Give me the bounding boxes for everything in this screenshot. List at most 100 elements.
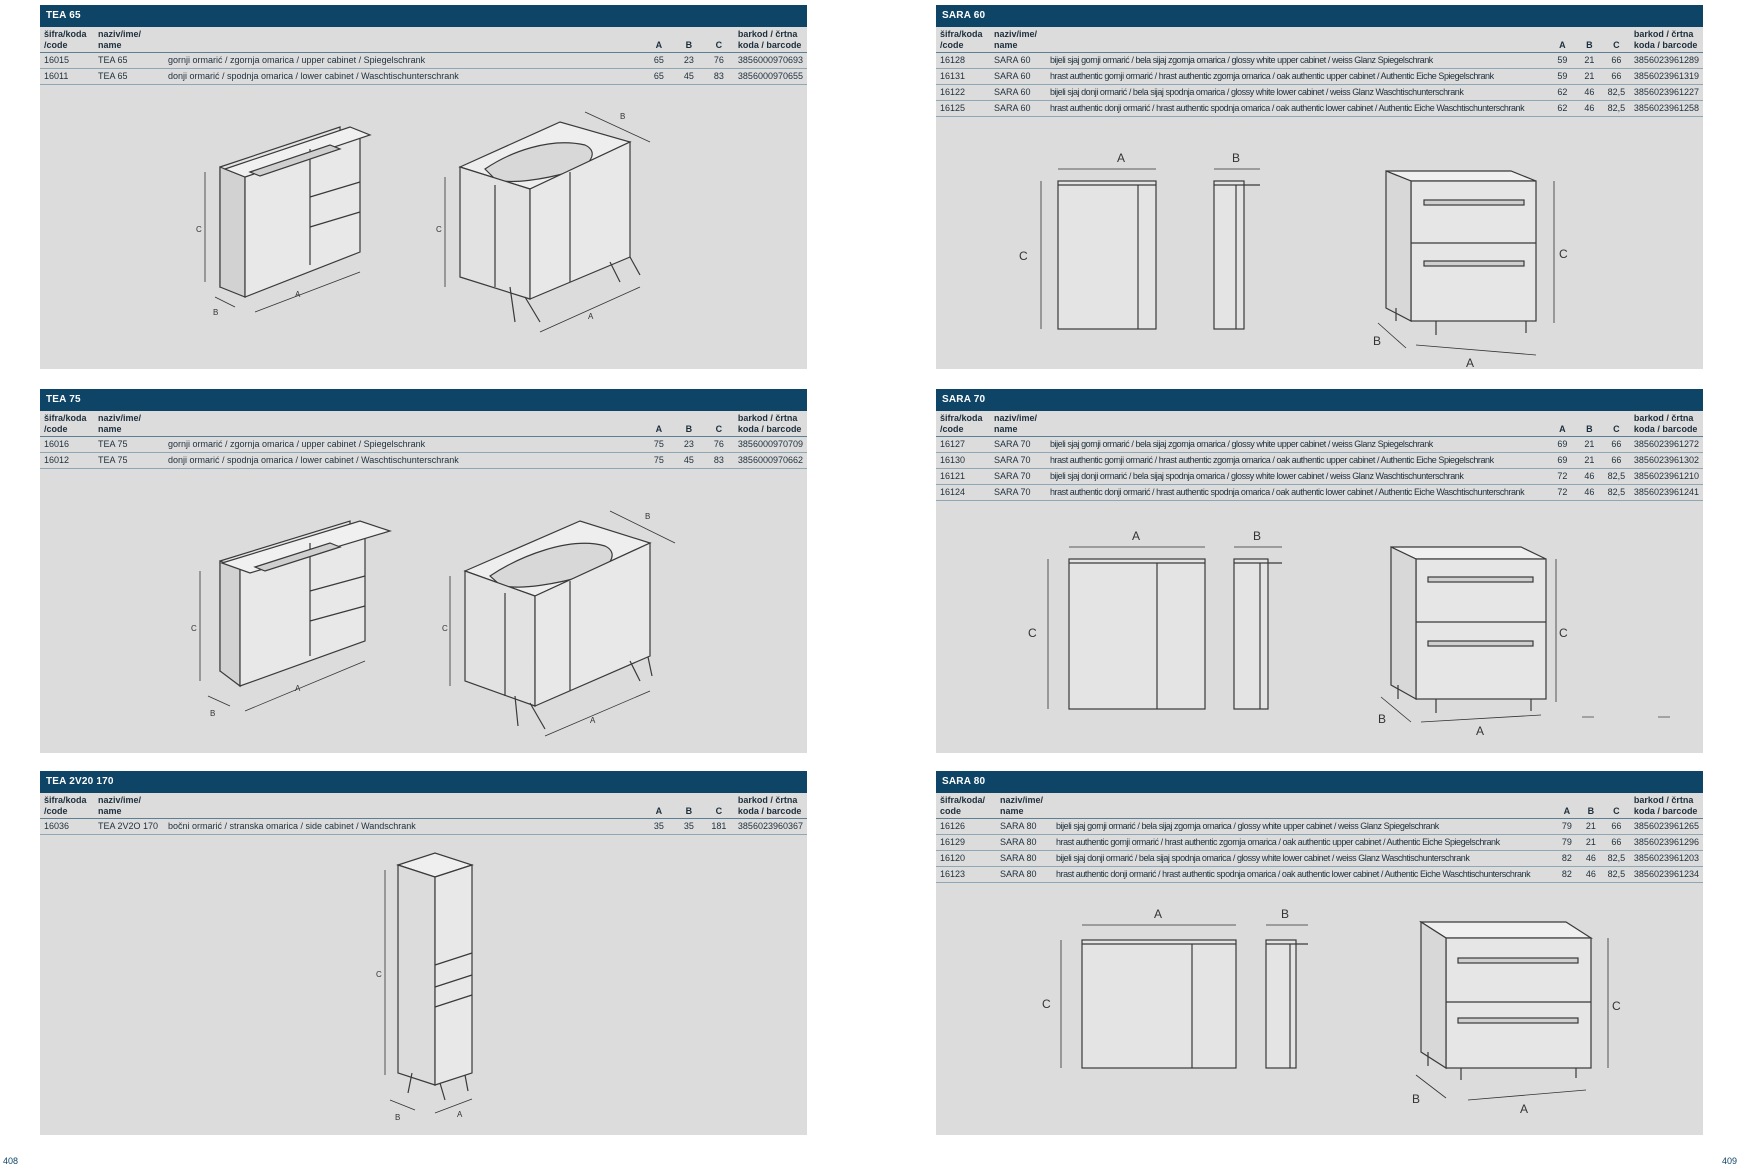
- panel-title: TEA 75: [40, 389, 807, 411]
- cell-code: 16016: [40, 436, 94, 453]
- cell-a: 79: [1554, 818, 1579, 835]
- table-row: 16120 SARA 80 bijeli sjaj donji ormarić …: [936, 850, 1703, 867]
- cell-barcode: 3856000970693: [733, 52, 807, 69]
- dimension-label-b: B: [1373, 334, 1381, 348]
- cell-desc: gornji ormarić / zgornja omarica / upper…: [164, 52, 644, 69]
- panel-title: TEA 65: [40, 5, 807, 27]
- table-row: 16016 TEA 75 gornji ormarić / zgornja om…: [40, 436, 807, 453]
- page-number-left: 408: [3, 1156, 19, 1166]
- sara80-illustration: A B C C A B: [1042, 907, 1621, 1116]
- dimension-label-a: A: [1520, 1102, 1528, 1116]
- table-row: 16011 TEA 65 donji ormarić / spodnja oma…: [40, 68, 807, 85]
- cell-name: SARA 60: [990, 100, 1046, 117]
- cell-c: 76: [703, 52, 734, 69]
- cell-code: 16124: [936, 484, 990, 501]
- cell-b: 23: [673, 436, 704, 453]
- cell-name: TEA 2V2O 170: [94, 818, 164, 835]
- cell-b: 21: [1578, 818, 1603, 835]
- dimension-label-c: C: [376, 970, 382, 979]
- cell-name: SARA 70: [990, 468, 1046, 485]
- tall-cabinet-drawing: [396, 852, 474, 1101]
- cell-name: SARA 60: [990, 52, 1046, 69]
- cell-desc: hrast authentic donji ormarić / hrast au…: [1046, 484, 1549, 501]
- cell-a: 69: [1548, 452, 1576, 469]
- col-header-b: B: [1578, 793, 1603, 819]
- cell-desc: bijeli sjaj donji ormarić / bela sijaj s…: [1046, 468, 1549, 485]
- cell-code: 16036: [40, 818, 94, 835]
- cell-a: 75: [643, 452, 674, 469]
- product-drawing: C B A: [40, 845, 807, 1135]
- vanity-cabinet-drawing: [458, 121, 641, 323]
- dimension-label-c: C: [1559, 247, 1568, 261]
- cell-code: 16012: [40, 452, 94, 469]
- dimension-label-b: B: [1378, 712, 1386, 726]
- cell-code: 16011: [40, 68, 94, 85]
- cell-barcode: 3856023961289: [1629, 52, 1703, 69]
- cell-a: 79: [1554, 834, 1579, 851]
- table-row: 16127 SARA 70 bijeli sjaj gornji ormarić…: [936, 436, 1703, 453]
- panel-tea-2v20-170: TEA 2V20 170 šifra/koda /code naziv/ime/…: [40, 771, 807, 1135]
- cell-b: 46: [1575, 468, 1603, 485]
- cell-barcode: 3856000970709: [733, 436, 807, 453]
- cell-c: 66: [1602, 436, 1630, 453]
- panel-title: TEA 2V20 170: [40, 771, 807, 793]
- col-header-code: šifra/koda /code: [936, 411, 990, 437]
- dimension-label-a: A: [588, 312, 594, 321]
- mirror-cabinet-side-drawing: [1213, 180, 1260, 330]
- col-header-c: C: [1602, 27, 1630, 53]
- cell-c: 82,5: [1602, 866, 1630, 883]
- col-header-b: B: [673, 793, 704, 819]
- col-header-b: B: [1575, 411, 1603, 437]
- tea75-illustration: C A B C A B: [191, 510, 676, 737]
- panel-tea-65: TEA 65 šifra/koda /code naziv/ime/ name …: [40, 5, 807, 369]
- cell-desc: hrast authentic donji ormarić / hrast au…: [1052, 866, 1555, 883]
- col-header-desc: [1046, 27, 1549, 53]
- cell-barcode: 3856023961203: [1629, 850, 1703, 867]
- cell-c: 66: [1602, 452, 1630, 469]
- table-row: 16123 SARA 80 hrast authentic donji orma…: [936, 866, 1703, 883]
- cell-b: 46: [1575, 100, 1603, 117]
- mirror-cabinet-drawing: [219, 520, 392, 688]
- cell-code: 16128: [936, 52, 990, 69]
- cell-a: 82: [1554, 850, 1579, 867]
- cell-name: SARA 70: [990, 484, 1046, 501]
- cell-b: 21: [1575, 68, 1603, 85]
- page-number-right: 409: [1721, 1156, 1737, 1166]
- cell-name: TEA 65: [94, 52, 164, 69]
- cell-name: SARA 80: [996, 850, 1052, 867]
- spec-table: šifra/koda /code naziv/ime/ name A B C b…: [40, 411, 807, 469]
- col-header-a: A: [643, 793, 674, 819]
- cell-name: SARA 80: [996, 818, 1052, 835]
- cell-c: 66: [1602, 68, 1630, 85]
- mirror-cabinet-side-drawing: [1265, 939, 1308, 1069]
- cell-c: 181: [703, 818, 734, 835]
- vanity-cabinet-drawing: [1390, 546, 1547, 713]
- col-header-code: šifra/koda/ code: [936, 793, 996, 819]
- cell-desc: gornji ormarić / zgornja omarica / upper…: [164, 436, 644, 453]
- col-header-code: šifra/koda /code: [40, 793, 94, 819]
- cell-name: SARA 70: [990, 436, 1046, 453]
- cell-b: 21: [1575, 52, 1603, 69]
- col-header-barcode: barkod / črtna koda / barcode: [733, 27, 807, 53]
- dimension-label-b: B: [210, 709, 215, 718]
- cell-barcode: 3856023961241: [1629, 484, 1703, 501]
- product-drawing: C A B C A B: [40, 481, 807, 753]
- cell-name: SARA 80: [996, 866, 1052, 883]
- cell-a: 65: [643, 52, 674, 69]
- cell-code: 16129: [936, 834, 996, 851]
- cell-c: 76: [703, 436, 734, 453]
- table-row: 16124 SARA 70 hrast authentic donji orma…: [936, 484, 1703, 501]
- mirror-cabinet-front-drawing: [1057, 180, 1157, 330]
- col-header-name: naziv/ime/ name: [94, 411, 164, 437]
- mirror-cabinet-front-drawing: [1068, 558, 1206, 710]
- dimension-label-b: B: [1232, 151, 1240, 165]
- cell-c: 82,5: [1602, 850, 1630, 867]
- dimension-label-a: A: [295, 290, 301, 299]
- cell-b: 45: [673, 452, 704, 469]
- dimension-label-b: B: [1412, 1092, 1420, 1106]
- cell-c: 82,5: [1602, 484, 1630, 501]
- dimension-label-c: C: [1612, 999, 1621, 1013]
- dimension-label-b: B: [1253, 529, 1261, 543]
- cell-b: 46: [1575, 84, 1603, 101]
- cell-name: TEA 65: [94, 68, 164, 85]
